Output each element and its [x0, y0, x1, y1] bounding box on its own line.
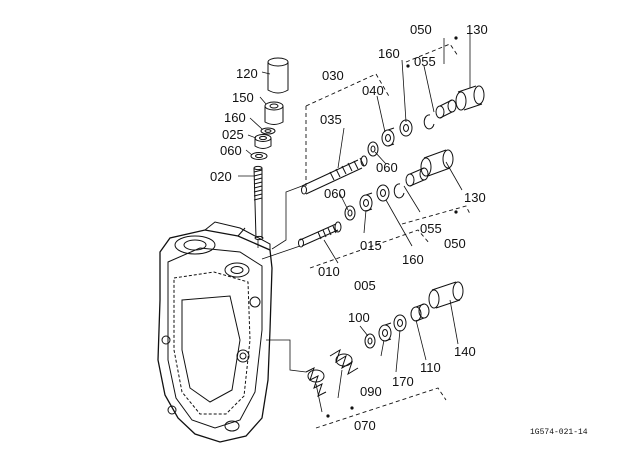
part-055-clip-a [423, 114, 435, 130]
label-090: 090 [360, 384, 382, 399]
part-050-plug-b [405, 167, 429, 187]
label-160-c: 160 [402, 252, 424, 267]
label-130-a: 130 [466, 22, 488, 37]
part-050-plug-a [435, 99, 457, 119]
part-100-washer [364, 333, 376, 349]
part-040-nut [381, 127, 395, 147]
part-010-rod [298, 221, 342, 248]
label-050-a: 050 [410, 22, 432, 37]
label-020: 020 [210, 169, 232, 184]
label-170: 170 [392, 374, 414, 389]
part-060-washer-a [250, 152, 268, 160]
label-150: 150 [232, 90, 254, 105]
part-020-rod [253, 165, 264, 241]
part-140-cap [428, 281, 464, 309]
leader-lines [238, 34, 471, 413]
part-060-washer-c [344, 205, 356, 221]
part-130-cap-b [420, 149, 454, 177]
part-150-nut [264, 101, 284, 125]
label-110: 110 [420, 360, 441, 375]
label-060-b: 060 [376, 160, 398, 175]
label-015: 015 [360, 238, 382, 253]
part-070-springs [305, 348, 359, 397]
part-120-cylinder [267, 57, 289, 94]
part-labels: 120 150 160 025 060 020 030 035 040 060 … [210, 22, 588, 437]
label-100: 100 [348, 310, 370, 325]
label-160-b: 160 [378, 46, 400, 61]
label-070: 070 [354, 418, 376, 433]
label-005: 005 [354, 278, 376, 293]
part-130-cap-a [455, 85, 485, 111]
label-120: 120 [236, 66, 258, 81]
label-060-a: 060 [220, 143, 242, 158]
label-030: 030 [322, 68, 344, 83]
housing [157, 221, 273, 443]
part-090-nut [378, 322, 392, 342]
label-035: 035 [320, 112, 342, 127]
part-015-nut [359, 192, 373, 212]
label-010: 010 [318, 264, 340, 279]
part-060-washer-b [367, 141, 379, 157]
part-035-rod [301, 155, 368, 195]
label-050-b: 050 [444, 236, 466, 251]
label-055-a: 055 [414, 54, 436, 69]
label-060-c: 060 [324, 186, 346, 201]
part-160-washer-b [399, 119, 413, 137]
label-025: 025 [222, 127, 244, 142]
part-170-washer [393, 314, 407, 332]
part-160-washer-a [260, 127, 276, 135]
part-055-clip-b [393, 183, 405, 199]
bracket-dots [326, 36, 458, 418]
label-040: 040 [362, 83, 384, 98]
label-140: 140 [454, 344, 476, 359]
part-025-nut [254, 134, 272, 149]
label-055-b: 055 [420, 221, 442, 236]
assembly-lines [257, 185, 307, 373]
part-160-washer-c [376, 184, 390, 202]
assembly-brackets [305, 43, 471, 429]
part-110-plug [410, 303, 430, 322]
drawing-code: 1G574-021-14 [530, 428, 588, 437]
label-160-a: 160 [224, 110, 246, 125]
label-130-b: 130 [464, 190, 486, 205]
